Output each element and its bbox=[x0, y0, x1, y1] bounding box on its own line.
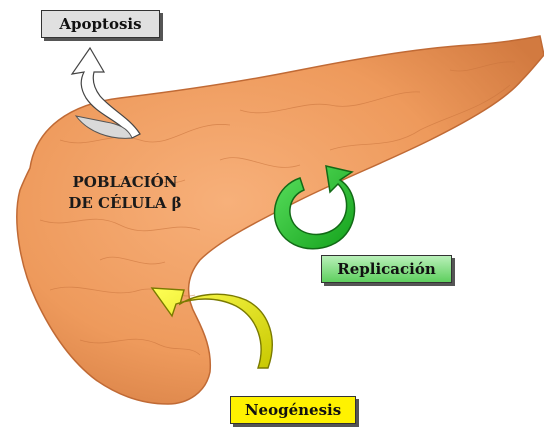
replicacion-label-box: Replicación bbox=[321, 255, 452, 283]
apoptosis-label-box: Apoptosis bbox=[41, 10, 160, 38]
center-label: POBLACIÓN DE CÉLULA β bbox=[40, 172, 210, 214]
neogenesis-label-box: Neogénesis bbox=[230, 396, 356, 424]
replicacion-label: Replicación bbox=[337, 260, 436, 278]
neogenesis-label: Neogénesis bbox=[245, 401, 341, 419]
apoptosis-label: Apoptosis bbox=[59, 15, 141, 33]
center-label-line2: DE CÉLULA β bbox=[40, 193, 210, 214]
center-label-line1: POBLACIÓN bbox=[40, 172, 210, 193]
